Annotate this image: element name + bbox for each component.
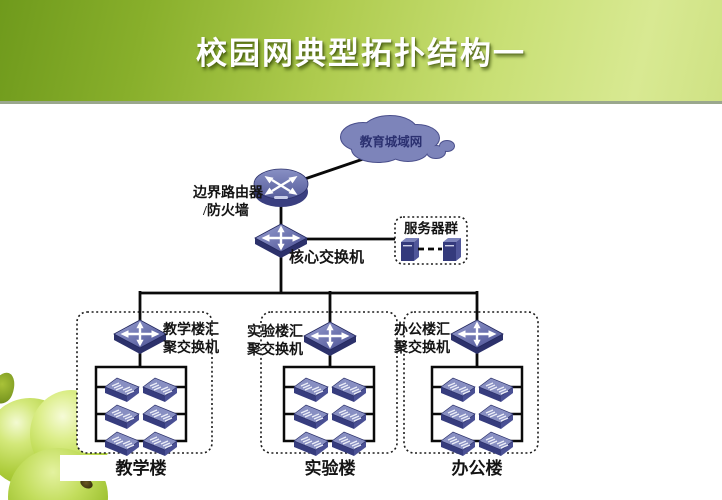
office-agg-label-line2: 聚交换机 [393, 339, 450, 356]
education-wan-cloud: 教育城域网 [340, 115, 455, 163]
core-switch-label: 核心交换机 [289, 248, 364, 266]
cloud-label: 教育城域网 [359, 134, 423, 149]
building-names: 教学楼 实验楼 办公楼 [115, 458, 503, 478]
router-label-line1: 边界路由器 [192, 184, 264, 201]
teaching-agg-label-line1: 教学楼汇 [163, 321, 219, 338]
server-group: 服务器群 [394, 216, 468, 265]
server-icon [443, 238, 461, 261]
slide-title: 校园网典型拓扑结构一 [196, 36, 526, 71]
server-icon [401, 238, 419, 261]
lab-building-name: 实验楼 [305, 458, 356, 478]
server-group-label: 服务器群 [404, 220, 458, 236]
teaching-building-name: 教学楼 [115, 458, 167, 478]
core-switch: 核心交换机 [253, 222, 364, 266]
lab-agg-label-line2: 聚交换机 [246, 341, 303, 358]
teaching-agg-label-line2: 聚交换机 [162, 339, 219, 356]
aggregation-switches: 教学楼汇 聚交换机 实验楼汇 聚交换机 办公楼汇 聚交换机 [112, 318, 505, 358]
access-switches [104, 377, 514, 457]
cloud-icon [340, 115, 455, 163]
label-backdrop [60, 455, 230, 481]
lab-agg-label-line1: 实验楼汇 [247, 323, 303, 340]
border-router: 边界路由器 /防火墙 [192, 167, 310, 219]
slide-header: 校园网典型拓扑结构一 [0, 0, 722, 104]
router-label-line2: /防火墙 [202, 202, 249, 219]
office-building-name: 办公楼 [452, 458, 503, 478]
office-agg-label-line1: 办公楼汇 [394, 321, 450, 338]
